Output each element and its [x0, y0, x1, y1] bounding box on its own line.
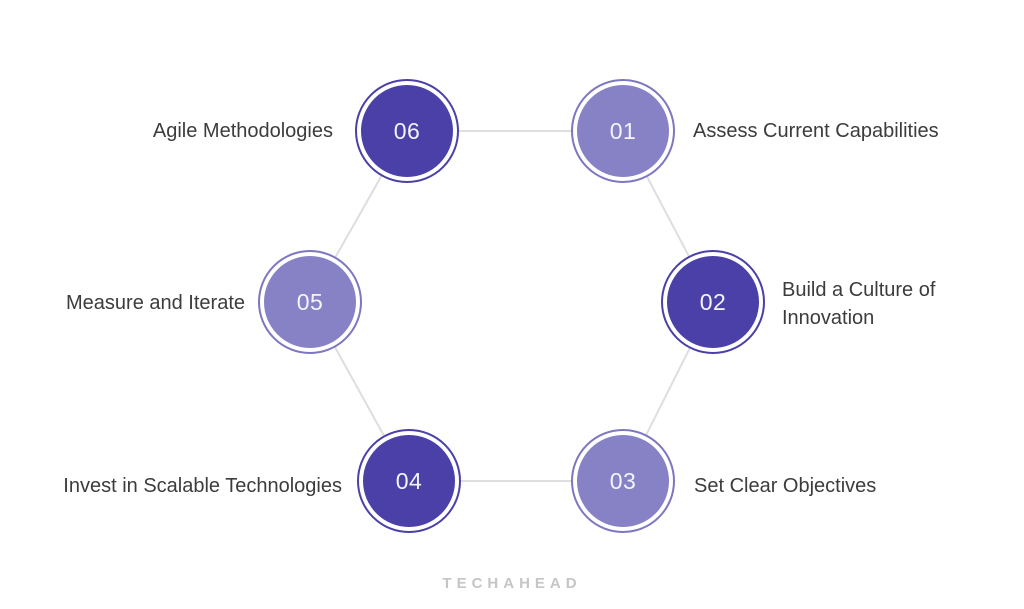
step-number: 01: [577, 85, 669, 177]
step-label-05: Measure and Iterate: [66, 292, 245, 314]
step-number: 04: [363, 435, 455, 527]
step-circle-03: 03: [571, 429, 675, 533]
step-circle-06: 06: [355, 79, 459, 183]
step-label-04: Invest in Scalable Technologies: [63, 475, 342, 497]
step-circle-05: 05: [258, 250, 362, 354]
step-circle-04: 04: [357, 429, 461, 533]
step-label-01: Assess Current Capabilities: [693, 120, 939, 142]
step-circle-01: 01: [571, 79, 675, 183]
step-label-02: Build a Culture of Innovation: [782, 279, 936, 329]
step-number: 05: [264, 256, 356, 348]
step-number: 03: [577, 435, 669, 527]
step-label-03: Set Clear Objectives: [694, 475, 877, 497]
step-circle-02: 02: [661, 250, 765, 354]
techahead-logo: TECHAHEAD: [442, 575, 582, 592]
step-label-06: Agile Methodologies: [152, 120, 333, 142]
step-number: 02: [667, 256, 759, 348]
step-number: 06: [361, 85, 453, 177]
